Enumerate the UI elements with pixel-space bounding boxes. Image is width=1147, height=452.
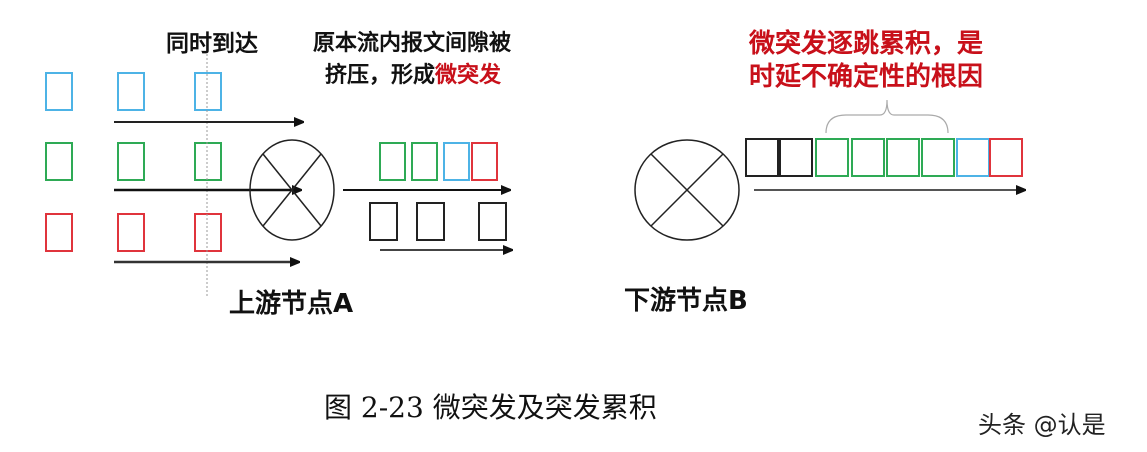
node-a-switch-icon — [249, 139, 335, 241]
squeeze-label-line1: 原本流内报文间隙被 — [313, 30, 512, 56]
accumulation-brace — [825, 99, 949, 134]
packets — [45, 72, 1023, 252]
packet-blue — [443, 142, 470, 181]
packet-black — [779, 138, 813, 177]
packet-blue — [117, 72, 145, 111]
packet-green — [411, 142, 438, 181]
packet-green — [117, 142, 145, 181]
packet-green — [921, 138, 955, 177]
packet-green — [851, 138, 885, 177]
node-b-label: 下游节点B — [624, 285, 748, 316]
packet-green — [815, 138, 849, 177]
squeeze-label-red: 微突发 — [434, 62, 502, 88]
packet-black — [478, 202, 507, 241]
packet-blue — [45, 72, 73, 111]
accumulate-label-line2: 时延不确定性的根因 — [749, 61, 983, 92]
packet-blue — [956, 138, 990, 177]
packet-red — [194, 213, 222, 252]
packet-red — [117, 213, 145, 252]
packet-blue — [194, 72, 222, 111]
packet-red — [45, 213, 73, 252]
figure-caption: 图 2-23 微突发及突发累积 — [324, 391, 657, 424]
simultaneous-label: 同时到达 — [166, 31, 258, 57]
node-a-label: 上游节点A — [229, 288, 353, 319]
packet-black — [745, 138, 779, 177]
packet-black — [416, 202, 445, 241]
packet-red — [989, 138, 1023, 177]
packet-black — [369, 202, 398, 241]
squeeze-label-black: 挤压，形成 — [325, 62, 435, 88]
accumulate-label-line1: 微突发逐跳累积，是 — [748, 28, 983, 59]
packet-green — [45, 142, 73, 181]
node-b-switch-icon — [634, 139, 740, 241]
packet-red — [471, 142, 498, 181]
squeeze-label-line2: 挤压，形成微突发 — [325, 62, 502, 88]
packet-green — [886, 138, 920, 177]
packet-green — [379, 142, 406, 181]
packet-green — [194, 142, 222, 181]
source-watermark: 头条 @认是 — [978, 411, 1106, 439]
